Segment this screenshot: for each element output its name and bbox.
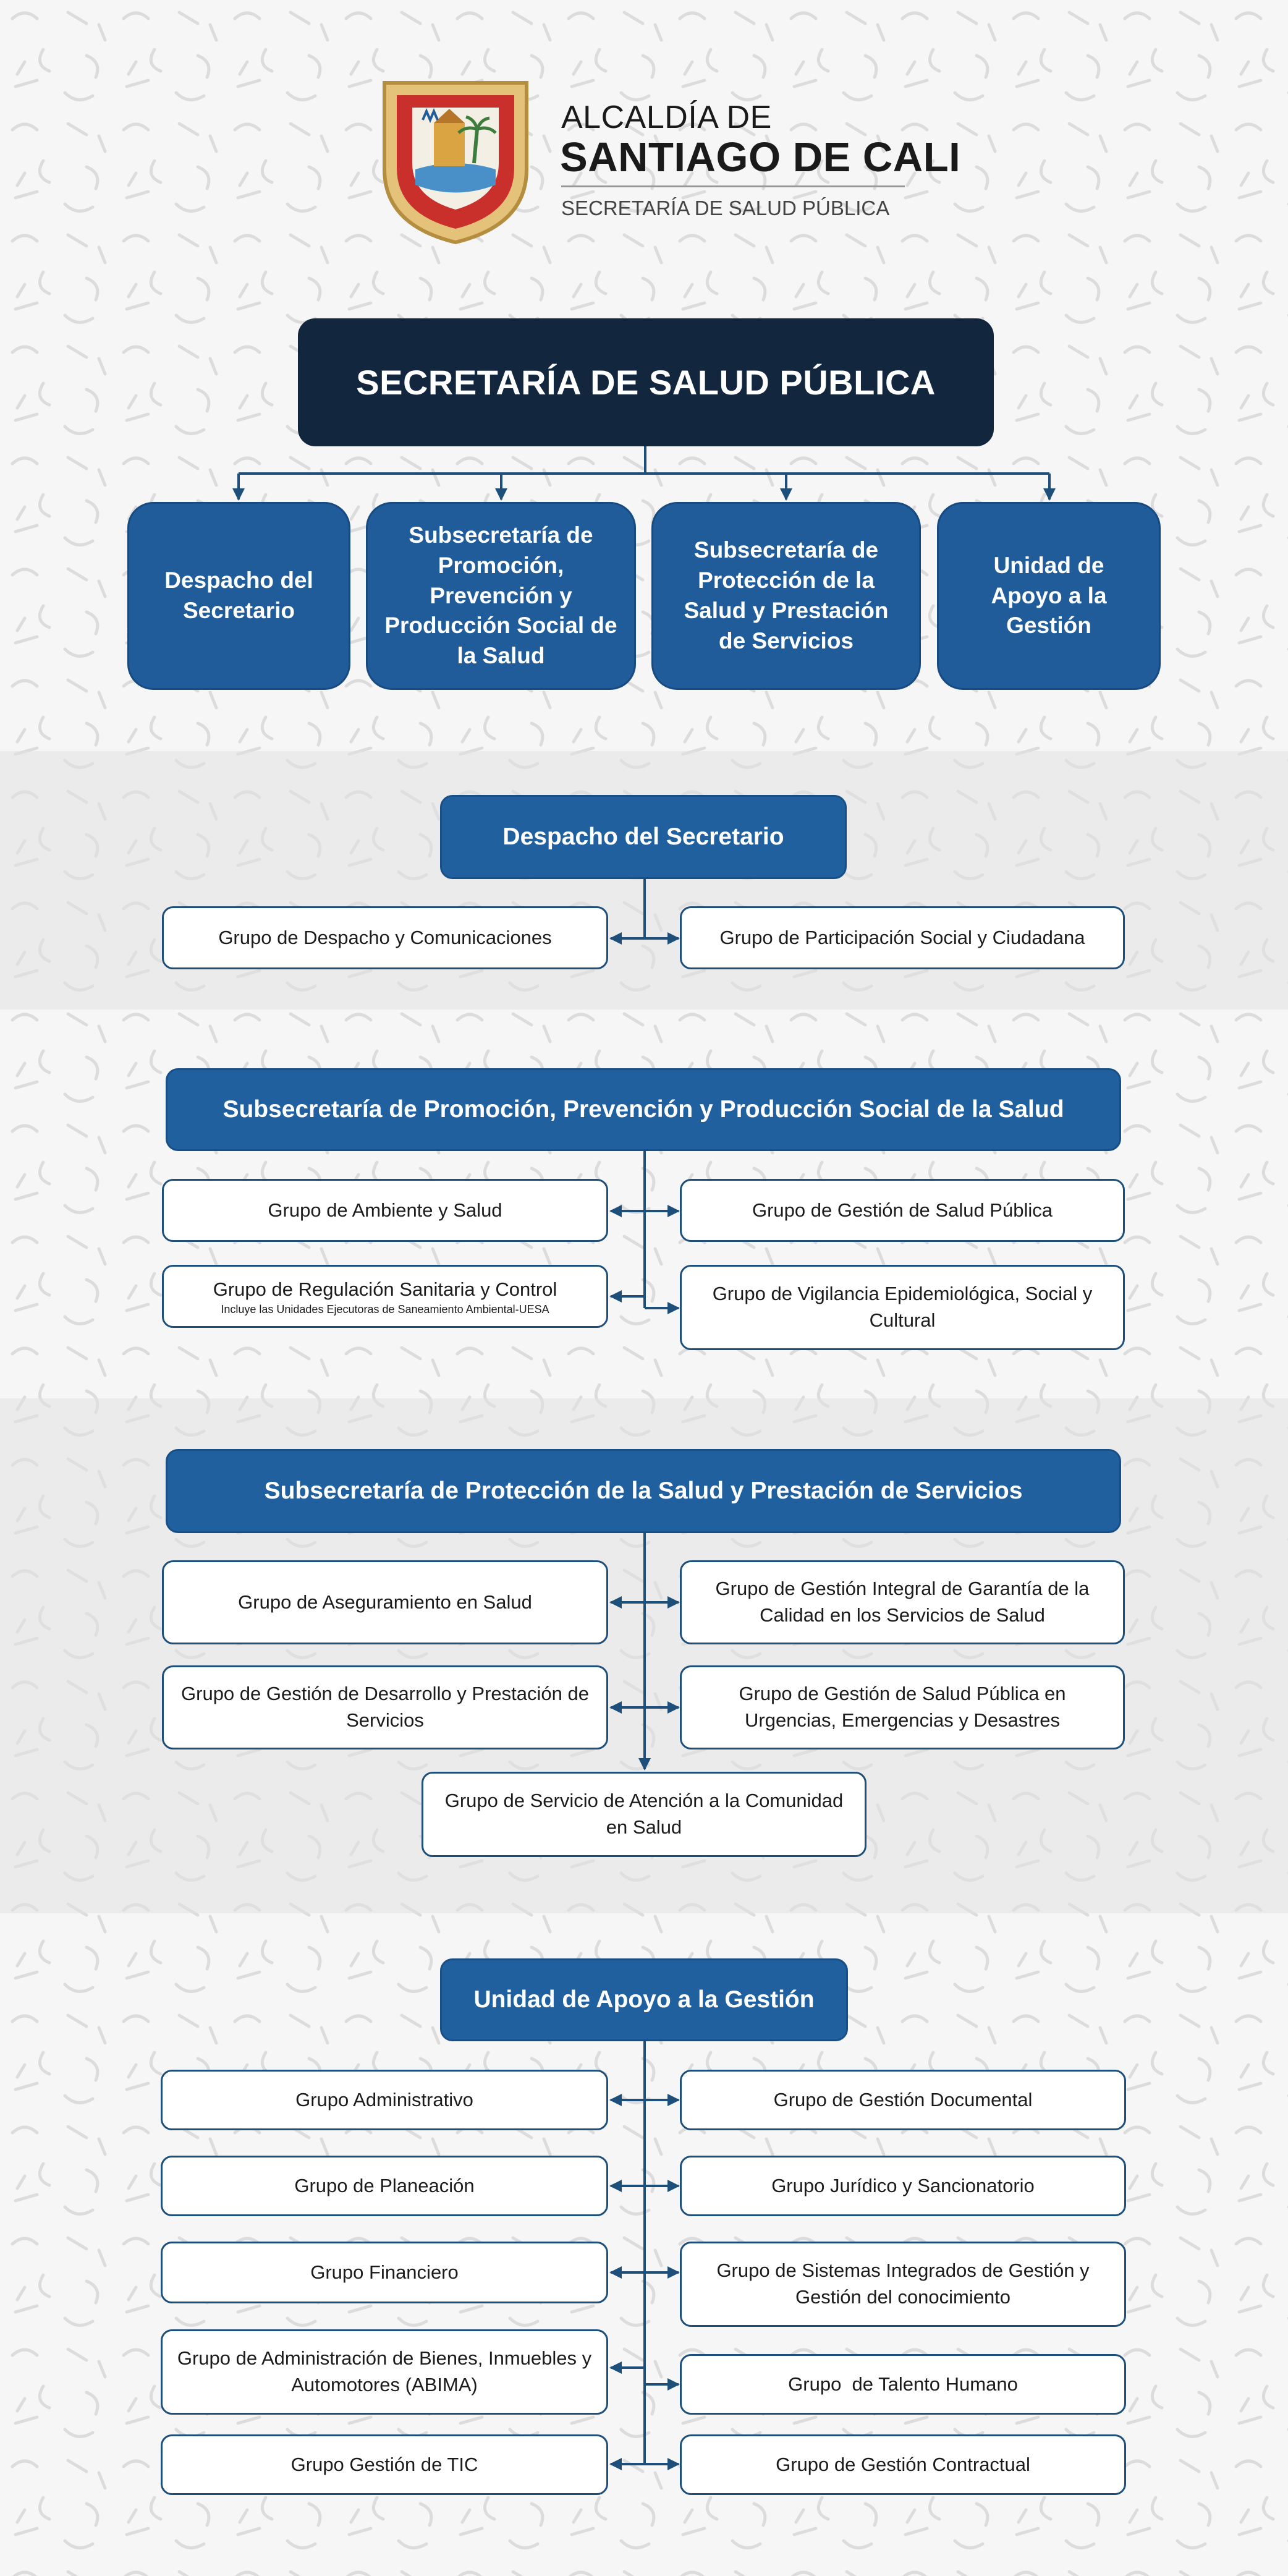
group-label: Grupo de Planeación [294, 2174, 475, 2196]
level1-apoyo[interactable]: Unidad de Apoyo a la Gestión [937, 502, 1161, 690]
group-label: Grupo de Despacho y Comunicaciones [218, 926, 552, 948]
group-label: Grupo de Gestión Contractual [776, 2453, 1030, 2475]
section-title: Subsecretaría de Promoción, Prevención y… [222, 1096, 1064, 1123]
group-box[interactable]: Grupo de Regulación Sanitaria y Control … [162, 1265, 608, 1328]
group-box[interactable]: Grupo de Servicio de Atención a la Comun… [422, 1772, 866, 1857]
level1-label: Despacho del Secretario [164, 567, 313, 623]
level1-label: Subsecretaría de Promoción, Prevención y… [384, 522, 617, 669]
group-label: Grupo de Aseguramiento en Salud [238, 1591, 532, 1613]
section-head-despacho[interactable]: Despacho del Secretario [440, 795, 847, 879]
group-box[interactable]: Grupo de Aseguramiento en Salud [162, 1560, 608, 1644]
group-box[interactable]: Grupo de Vigilancia Epidemiológica, Soci… [680, 1265, 1125, 1350]
group-box[interactable]: Grupo Gestión de TIC [161, 2434, 608, 2495]
group-box[interactable]: Grupo de Gestión de Salud Pública [680, 1179, 1125, 1242]
group-label: Grupo de Administración de Bienes, Inmue… [177, 2347, 592, 2395]
group-label: Grupo de Sistemas Integrados de Gestión … [716, 2259, 1090, 2308]
level1-label: Unidad de Apoyo a la Gestión [991, 552, 1107, 639]
group-label: Grupo de Talento Humano [788, 2373, 1018, 2395]
root-node[interactable]: SECRETARÍA DE SALUD PÚBLICA [298, 318, 994, 446]
group-label: Grupo de Gestión de Desarrollo y Prestac… [181, 1683, 589, 1731]
group-label: Grupo Administrativo [295, 2088, 473, 2111]
group-box[interactable]: Grupo de Participación Social y Ciudadan… [680, 906, 1125, 969]
group-label: Grupo de Gestión Documental [773, 2088, 1033, 2111]
level1-proteccion[interactable]: Subsecretaría de Protección de la Salud … [651, 502, 921, 690]
level1-despacho[interactable]: Despacho del Secretario [127, 502, 350, 690]
group-label: Grupo de Servicio de Atención a la Comun… [444, 1790, 844, 1838]
group-box[interactable]: Grupo de Administración de Bienes, Inmue… [161, 2329, 608, 2415]
group-box[interactable]: Grupo de Gestión de Desarrollo y Prestac… [162, 1665, 608, 1749]
group-box[interactable]: Grupo de Gestión de Salud Pública en Urg… [680, 1665, 1125, 1749]
section-head-promocion[interactable]: Subsecretaría de Promoción, Prevención y… [166, 1068, 1121, 1151]
group-box[interactable]: Grupo de Gestión Contractual [680, 2434, 1126, 2495]
group-label: Grupo Gestión de TIC [290, 2453, 478, 2475]
section-title: Despacho del Secretario [502, 823, 784, 850]
group-label: Grupo de Ambiente y Salud [268, 1199, 502, 1221]
group-box[interactable]: Grupo de Sistemas Integrados de Gestión … [680, 2242, 1126, 2327]
brand-divider [561, 185, 905, 187]
section-title: Subsecretaría de Protección de la Salud … [264, 1477, 1023, 1504]
brand-line-3: SECRETARÍA DE SALUD PÚBLICA [561, 197, 890, 219]
group-label: Grupo de Gestión de Salud Pública en Urg… [739, 1683, 1066, 1731]
root-title: SECRETARÍA DE SALUD PÚBLICA [356, 363, 936, 402]
group-box[interactable]: Grupo de Planeación [161, 2156, 608, 2216]
group-box[interactable]: Grupo Administrativo [161, 2070, 608, 2130]
group-box[interactable]: Grupo de Despacho y Comunicaciones [162, 906, 608, 969]
group-label: Grupo de Regulación Sanitaria y Control [213, 1278, 557, 1300]
section-head-proteccion[interactable]: Subsecretaría de Protección de la Salud … [166, 1449, 1121, 1533]
brand-line-1: ALCALDÍA DE [561, 100, 772, 135]
group-label: Grupo de Gestión de Salud Pública [752, 1199, 1053, 1221]
section-title: Unidad de Apoyo a la Gestión [473, 1986, 815, 2013]
group-label: Grupo de Participación Social y Ciudadan… [719, 926, 1085, 948]
group-box[interactable]: Grupo de Gestión Integral de Garantía de… [680, 1560, 1125, 1644]
group-label: Grupo Jurídico y Sancionatorio [771, 2174, 1035, 2196]
section-head-apoyo[interactable]: Unidad de Apoyo a la Gestión [440, 1958, 848, 2041]
level1-promocion[interactable]: Subsecretaría de Promoción, Prevención y… [366, 502, 636, 690]
city-coat-of-arms-icon [383, 81, 528, 245]
group-label: Grupo Financiero [310, 2261, 459, 2283]
group-label: Grupo de Gestión Integral de Garantía de… [715, 1578, 1090, 1626]
brand-line-2: SANTIAGO DE CALI [560, 134, 961, 181]
group-box[interactable]: Grupo Financiero [161, 2242, 608, 2303]
group-box[interactable]: Grupo de Talento Humano [680, 2354, 1126, 2415]
group-label: Grupo de Vigilancia Epidemiológica, Soci… [712, 1283, 1093, 1331]
level1-label: Subsecretaría de Protección de la Salud … [684, 537, 889, 653]
group-box[interactable]: Grupo de Ambiente y Salud [162, 1179, 608, 1242]
group-box[interactable]: Grupo Jurídico y Sancionatorio [680, 2156, 1126, 2216]
group-box[interactable]: Grupo de Gestión Documental [680, 2070, 1126, 2130]
group-note: Incluye las Unidades Ejecutoras de Sanea… [221, 1303, 549, 1316]
